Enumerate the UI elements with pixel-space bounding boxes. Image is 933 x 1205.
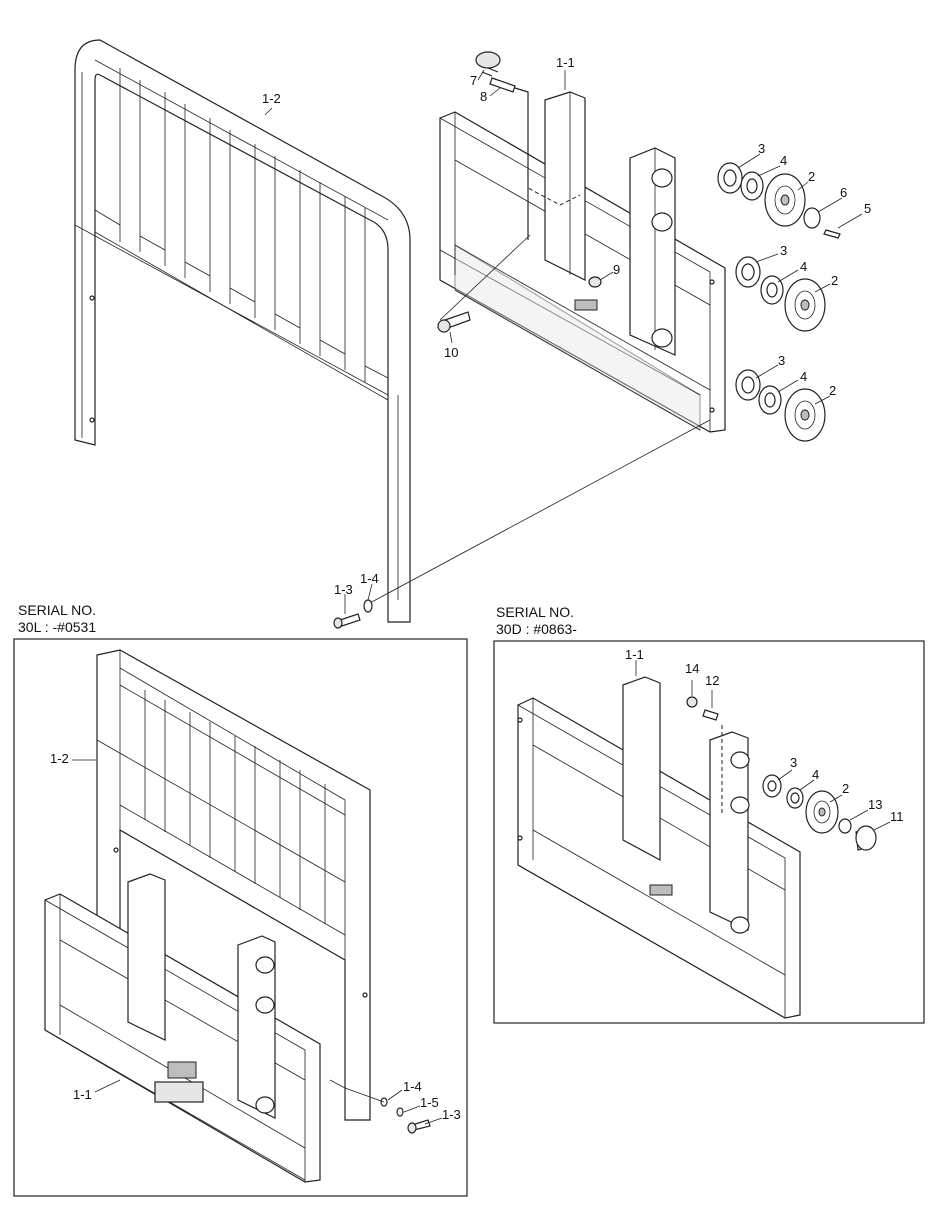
callout-left-1-5: 1-5 (420, 1095, 439, 1110)
right-serial-title: SERIAL NO. (496, 604, 575, 620)
right-variant-box (493, 640, 925, 1024)
callout-left-1-4: 1-4 (403, 1079, 422, 1094)
callout-main-4b: 4 (800, 259, 808, 274)
callout-right-13: 13 (868, 797, 883, 812)
callout-right-14: 14 (685, 661, 700, 676)
callout-main-2b: 2 (831, 273, 839, 288)
callout-left-1-2: 1-2 (50, 751, 69, 766)
callout-main-3a: 3 (758, 141, 766, 156)
left-serial-range: 30L : -#0531 (18, 619, 97, 635)
callout-main-6: 6 (840, 185, 848, 200)
callout-main-4c: 4 (800, 369, 808, 384)
callout-right-3: 3 (790, 755, 798, 770)
callout-right-11: 11 (890, 809, 904, 824)
bolt-1-3-drawing (333, 583, 373, 629)
callout-left-1-3: 1-3 (442, 1107, 461, 1122)
right-variant-drawing (517, 660, 891, 1019)
callout-main-1-4: 1-4 (360, 571, 379, 586)
callout-main-4a: 4 (780, 153, 788, 168)
left-serial-title: SERIAL NO. (18, 602, 97, 618)
callout-main-7: 7 (470, 73, 478, 88)
carriage-drawing (439, 91, 726, 433)
right-serial-range: 30D : #0863- (496, 621, 577, 637)
callout-main-1-2: 1-2 (262, 91, 281, 106)
callout-main-10: 10 (444, 345, 459, 360)
callout-right-12: 12 (705, 673, 720, 688)
callout-right-1-1: 1-1 (625, 647, 644, 662)
callout-main-2c: 2 (829, 383, 837, 398)
callout-right-4: 4 (812, 767, 820, 782)
load-backrest-drawing (74, 39, 411, 623)
callout-main-1-1: 1-1 (556, 55, 575, 70)
left-variant-drawing (44, 649, 443, 1183)
callout-main-8: 8 (480, 89, 488, 104)
callout-main-9: 9 (613, 262, 621, 277)
leader-lines-main (264, 69, 863, 605)
callout-right-2: 2 (842, 781, 850, 796)
fastener-drawings (437, 51, 602, 333)
callout-main-5: 5 (864, 201, 872, 216)
callout-main-3c: 3 (778, 353, 786, 368)
callout-main-2a: 2 (808, 169, 816, 184)
callout-main-3b: 3 (780, 243, 788, 258)
callout-left-1-1: 1-1 (73, 1087, 92, 1102)
left-variant-box (13, 638, 468, 1197)
callout-main-1-3: 1-3 (334, 582, 353, 597)
roller-assembly-drawings (717, 162, 841, 442)
